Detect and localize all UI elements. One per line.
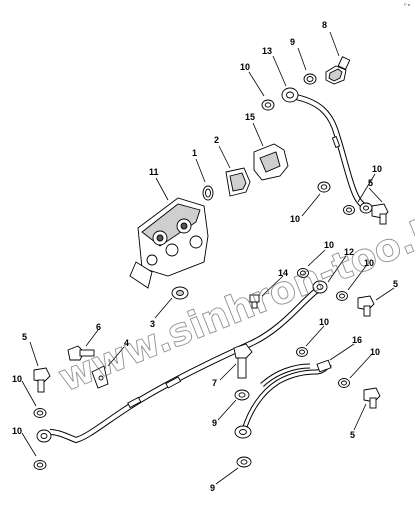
callout-10: 10 xyxy=(12,374,22,384)
banjo-bolt-8 xyxy=(325,56,351,85)
washer-1 xyxy=(202,185,214,201)
callout-10: 10 xyxy=(12,426,22,436)
fitting-16 xyxy=(316,359,332,373)
banjo-lower xyxy=(234,425,252,439)
callout-labels: 8 13 9 10 15 2 1 11 10 10 5 10 12 10 14 … xyxy=(12,20,398,493)
callout-5: 5 xyxy=(368,178,373,188)
callout-10: 10 xyxy=(319,317,329,327)
callout-14: 14 xyxy=(278,268,288,278)
bolt-3 xyxy=(171,286,189,300)
bolt-6 xyxy=(67,345,95,361)
callout-9: 9 xyxy=(212,418,217,428)
bolt-5-low xyxy=(363,387,381,409)
callout-13: 13 xyxy=(262,46,272,56)
callout-4: 4 xyxy=(124,338,129,348)
washer-9-mid xyxy=(234,389,250,401)
upper-oil-line xyxy=(295,94,370,211)
callout-11: 11 xyxy=(149,167,159,177)
callout-3: 3 xyxy=(150,319,155,329)
washer-10-top xyxy=(261,99,275,111)
callout-12: 12 xyxy=(344,247,354,257)
adapter-2 xyxy=(225,167,251,197)
bolt-7 xyxy=(233,343,253,379)
washer-10-16 xyxy=(338,378,350,388)
callout-16: 16 xyxy=(352,335,362,345)
washer-10-right xyxy=(343,205,355,215)
callout-5: 5 xyxy=(22,332,27,342)
callout-5: 5 xyxy=(393,279,398,289)
callout-10: 10 xyxy=(240,62,250,72)
bolt-5-mid xyxy=(357,295,375,317)
bracket-4 xyxy=(91,365,109,389)
lower-oil-line xyxy=(49,285,322,444)
banjo-12 xyxy=(312,280,328,294)
callout-7: 7 xyxy=(212,378,217,388)
banjo-left xyxy=(36,429,52,443)
washer-9-top xyxy=(303,73,317,85)
leader-lines xyxy=(21,31,395,485)
callout-10: 10 xyxy=(370,347,380,357)
banjo-fitting-13 xyxy=(281,87,299,103)
callout-10: 10 xyxy=(290,214,300,224)
bolt-5-upper xyxy=(371,203,389,225)
callout-10: 10 xyxy=(372,164,382,174)
corner-code: P ● xyxy=(404,2,411,7)
callout-6: 6 xyxy=(96,322,101,332)
washer-10-mid xyxy=(317,181,331,193)
callout-5: 5 xyxy=(350,430,355,440)
washer-9-bottom xyxy=(236,456,252,468)
turbo-block-11 xyxy=(129,197,209,289)
washer-10-right-low xyxy=(336,291,348,301)
screw-14 xyxy=(249,294,260,309)
callout-9: 9 xyxy=(210,483,215,493)
callout-2: 2 xyxy=(214,135,219,145)
nut-15 xyxy=(253,143,289,181)
washer-10-lower-right xyxy=(296,347,308,357)
callout-10: 10 xyxy=(364,258,374,268)
callout-8: 8 xyxy=(322,20,327,30)
secondary-oil-line xyxy=(241,362,332,431)
bolt-5-left xyxy=(33,367,51,393)
fitting-upper-right xyxy=(359,202,373,214)
callout-9: 9 xyxy=(290,37,295,47)
washer-10-left-bottom xyxy=(33,460,47,470)
callout-1: 1 xyxy=(192,148,197,158)
washer-10-right-mid xyxy=(297,268,309,278)
callout-15: 15 xyxy=(245,112,255,122)
washer-10-left-top xyxy=(33,408,47,418)
callout-10: 10 xyxy=(324,240,334,250)
